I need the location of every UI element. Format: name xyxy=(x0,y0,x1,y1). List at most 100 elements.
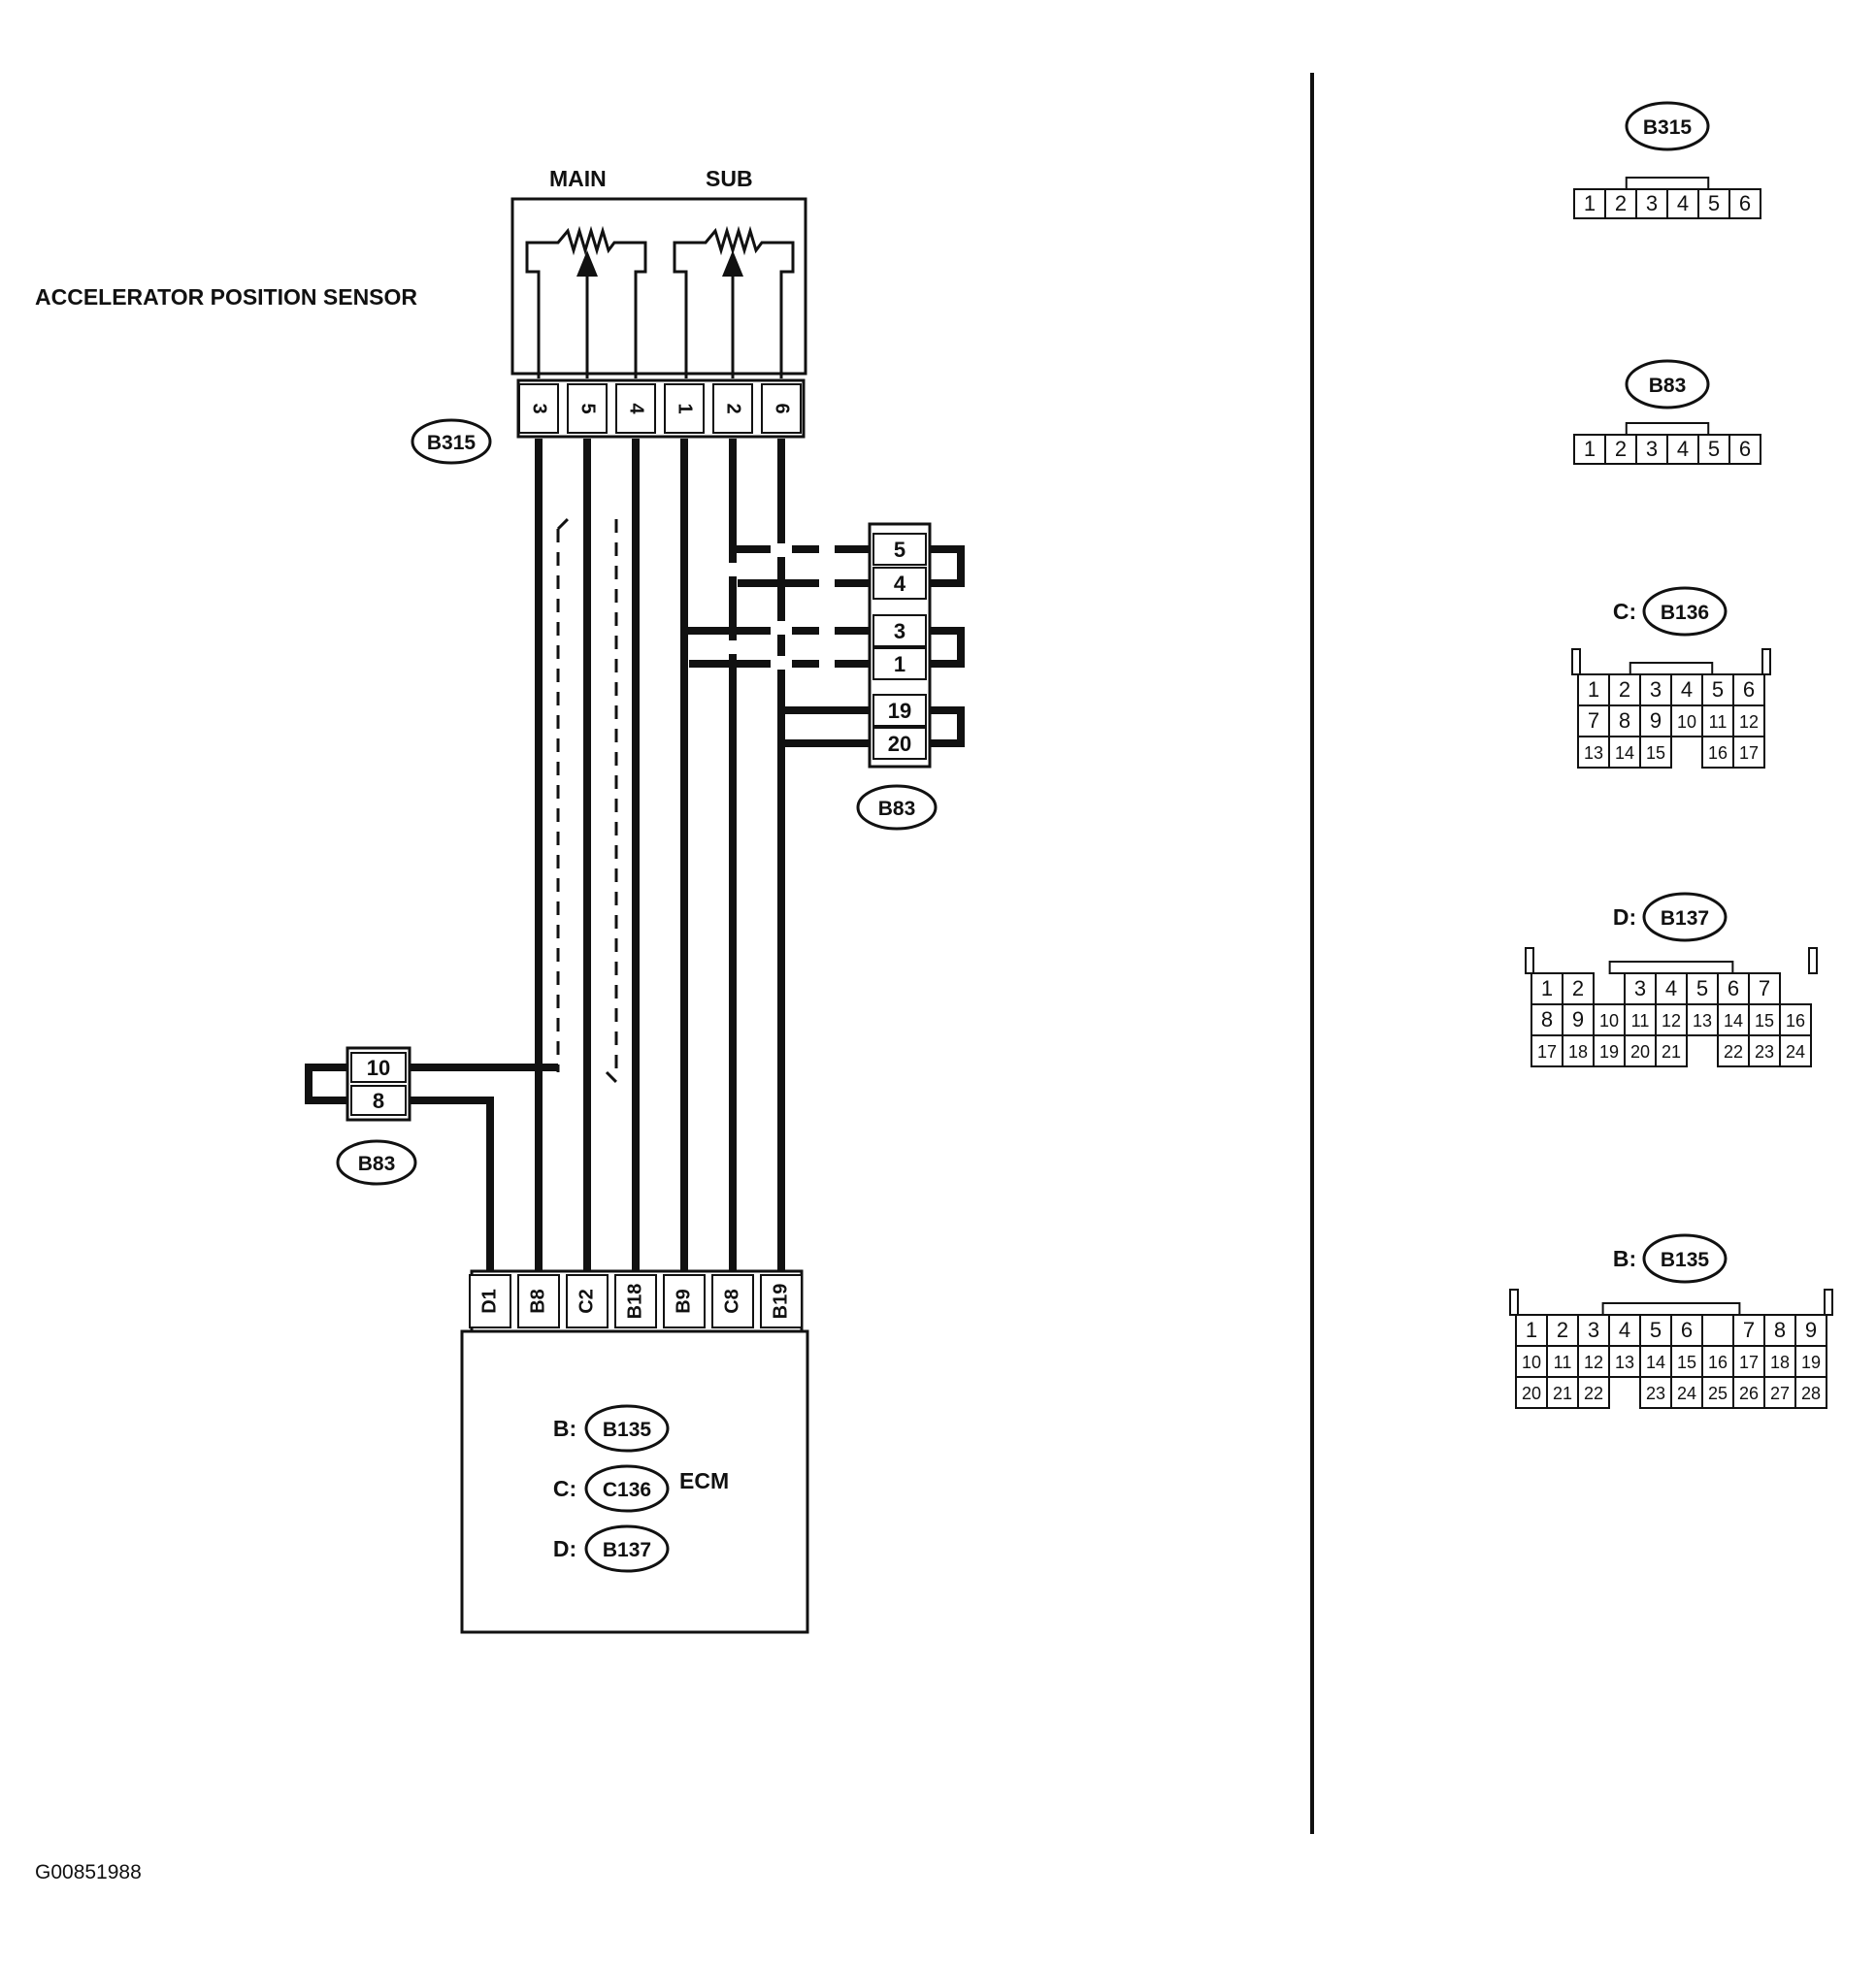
joint-connector-left: 10 8 B83 xyxy=(305,1046,417,1186)
connector-view-pin: 22 xyxy=(1584,1384,1603,1403)
connector-view-pin: 25 xyxy=(1708,1384,1728,1403)
connector-view-pin: 22 xyxy=(1724,1042,1743,1062)
sensor-pin: 2 xyxy=(723,403,744,413)
connector-view-pin: 8 xyxy=(1541,1007,1553,1032)
connector-view-pin: 19 xyxy=(1801,1353,1821,1372)
connector-view-pin: 17 xyxy=(1739,743,1759,763)
sensor-pin: 3 xyxy=(529,403,550,413)
harness-wires xyxy=(408,439,873,1271)
connector-view-pin: 3 xyxy=(1634,976,1646,1000)
right-b83-pin: 3 xyxy=(894,619,905,643)
connector-view-pin: 24 xyxy=(1786,1042,1805,1062)
connector-view-pin: 17 xyxy=(1537,1042,1557,1062)
connector-view-pin: 4 xyxy=(1681,677,1693,702)
connector-view-pin: 5 xyxy=(1708,191,1720,215)
ecm-connector-prefix: C: xyxy=(553,1476,576,1501)
ecm-connector-prefix: B: xyxy=(553,1416,576,1441)
figure-code: G00851988 xyxy=(35,1861,142,1883)
connector-view-pin: 18 xyxy=(1568,1042,1588,1062)
connector-view-pin: 11 xyxy=(1709,712,1728,732)
connector-view-pin: 5 xyxy=(1650,1318,1662,1342)
connector-view-pin: 15 xyxy=(1677,1353,1696,1372)
connector-view-pin: 1 xyxy=(1588,677,1599,702)
connector-view-pin: 4 xyxy=(1619,1318,1630,1342)
connector-view-pin: 1 xyxy=(1584,437,1596,461)
connector-view-pin: 5 xyxy=(1712,677,1724,702)
right-b83-pin: 5 xyxy=(894,538,905,562)
connector-view-id: B135 xyxy=(1661,1249,1710,1271)
shield-dashed xyxy=(556,517,618,1084)
connector-view-pin: 7 xyxy=(1759,976,1770,1000)
sensor-pin: 4 xyxy=(626,403,647,414)
sub-label: SUB xyxy=(706,166,753,191)
connector-view-pin: 10 xyxy=(1677,712,1696,732)
connector-view-pin: 24 xyxy=(1677,1384,1696,1403)
ecm-connector-prefix: D: xyxy=(553,1536,576,1561)
ecm-connector-id: B137 xyxy=(603,1539,651,1561)
connector-view-pin: 23 xyxy=(1755,1042,1774,1062)
connector-view-pin: 3 xyxy=(1588,1318,1599,1342)
connector-view-pin: 21 xyxy=(1662,1042,1681,1062)
connector-view-pin: 13 xyxy=(1615,1353,1634,1372)
left-b83-id: B83 xyxy=(358,1153,396,1175)
connector-view-pin: 13 xyxy=(1693,1011,1712,1031)
connector-view-pin: 1 xyxy=(1526,1318,1537,1342)
connector-view-pin: 4 xyxy=(1677,191,1689,215)
connector-view-pin: 20 xyxy=(1630,1042,1650,1062)
ecm-pin: C8 xyxy=(721,1289,742,1314)
connector-view-pin: 18 xyxy=(1770,1353,1790,1372)
connector-view-id: B137 xyxy=(1661,907,1709,930)
connector-view-pin: 12 xyxy=(1584,1353,1603,1372)
right-b83-pin: 19 xyxy=(888,699,911,723)
connector-view-pin: 2 xyxy=(1615,191,1627,215)
connector-view-pin: 11 xyxy=(1554,1353,1572,1372)
connector-view-pin: 1 xyxy=(1584,191,1596,215)
connector-view-pin: 28 xyxy=(1801,1384,1821,1403)
connector-view-pin: 5 xyxy=(1708,437,1720,461)
connector-view-pin: 9 xyxy=(1650,708,1662,733)
connector-view-pin: 17 xyxy=(1739,1353,1759,1372)
sensor-label: ACCELERATOR POSITION SENSOR xyxy=(35,284,417,310)
connector-view-pin: 2 xyxy=(1619,677,1630,702)
connector-view-pin: 2 xyxy=(1615,437,1627,461)
connector-view-pin: 14 xyxy=(1615,743,1634,763)
connector-view-pin: 5 xyxy=(1696,976,1708,1000)
sensor-pin: 5 xyxy=(577,403,599,413)
connector-view-pin: 3 xyxy=(1646,437,1658,461)
right-b83-id: B83 xyxy=(878,798,916,820)
connector-view-prefix: B: xyxy=(1613,1246,1636,1271)
right-b83-pin: 4 xyxy=(894,572,906,596)
sensor-pin: 6 xyxy=(772,403,793,413)
connector-view-pin: 16 xyxy=(1708,743,1728,763)
joint-connector-right: 5 4 3 1 19 20 B83 xyxy=(856,522,965,831)
connector-view-pin: 26 xyxy=(1739,1384,1759,1403)
right-b83-pin: 1 xyxy=(894,652,905,676)
connector-view-pin: 7 xyxy=(1743,1318,1755,1342)
connector-view-pin: 27 xyxy=(1770,1384,1790,1403)
connector-view-pin: 9 xyxy=(1805,1318,1817,1342)
connector-view-pin: 13 xyxy=(1584,743,1603,763)
connector-view-pin: 15 xyxy=(1646,743,1665,763)
connector-view-id: B315 xyxy=(1643,116,1693,139)
right-b83-pin: 20 xyxy=(888,732,911,756)
ecm-connector-id: B135 xyxy=(603,1419,652,1441)
connector-view-pin: 23 xyxy=(1646,1384,1665,1403)
left-b83-pin: 10 xyxy=(367,1056,390,1080)
connector-view-pin: 10 xyxy=(1599,1011,1619,1031)
connector-view-pin: 4 xyxy=(1677,437,1689,461)
connector-view-id: B136 xyxy=(1661,602,1709,624)
ecm-pin: C2 xyxy=(576,1289,597,1314)
left-b83-pin: 8 xyxy=(373,1089,384,1113)
connector-view-pin: 14 xyxy=(1724,1011,1743,1031)
ecm-connector-id: C136 xyxy=(603,1479,651,1501)
connector-view-pin: 11 xyxy=(1631,1011,1650,1031)
ecm-pin: D1 xyxy=(478,1289,500,1314)
